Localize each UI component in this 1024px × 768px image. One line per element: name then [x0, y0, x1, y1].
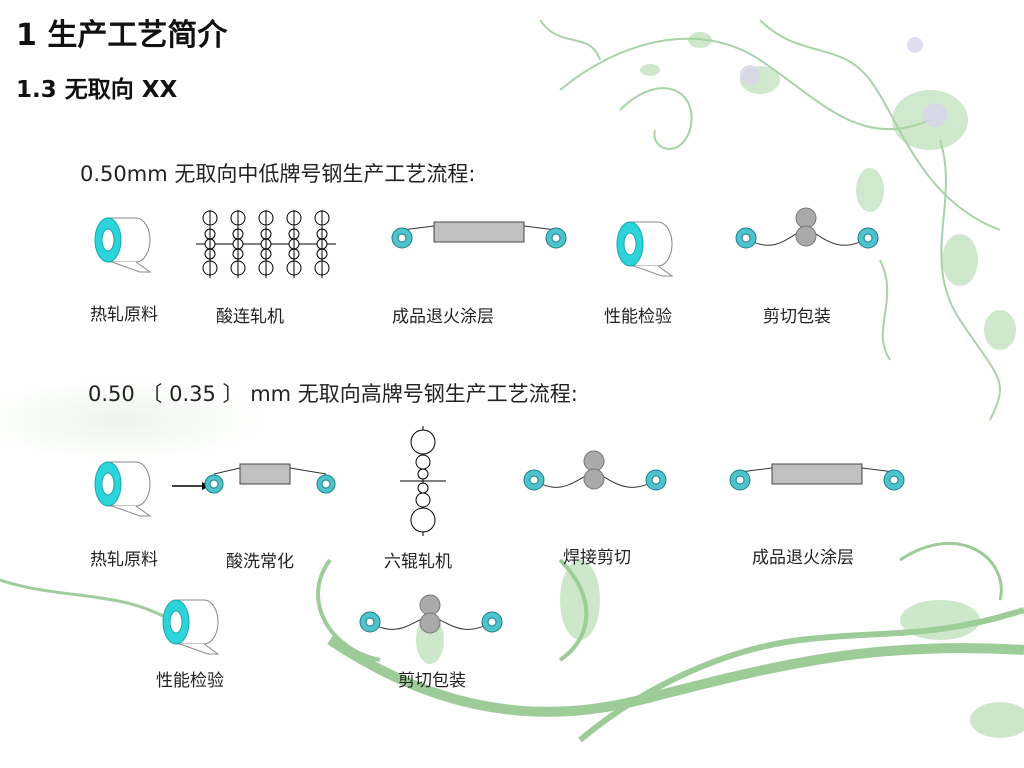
- step-label: 剪切包装: [398, 671, 466, 691]
- annealing-line-icon: [391, 221, 567, 249]
- step-label: 剪切包装: [763, 307, 831, 327]
- six-high-mill-icon: [400, 426, 446, 536]
- section-subtitle: 1.3 无取向 XX: [16, 77, 178, 103]
- process2-title: 0.50 〔 0.35 〕 mm 无取向高牌号钢生产工艺流程:: [88, 382, 578, 406]
- coil-icon: [94, 461, 152, 517]
- step-label: 性能检验: [604, 307, 672, 327]
- pickling-line-icon: [172, 463, 336, 494]
- step-label: 成品退火涂层: [752, 548, 854, 568]
- slide-title: 1 生产工艺简介: [16, 18, 228, 53]
- coil-icon: [162, 599, 220, 655]
- step-label: 焊接剪切: [563, 548, 631, 568]
- step-label: 性能检验: [156, 671, 224, 691]
- coil-icon: [94, 217, 152, 273]
- coil-icon: [616, 221, 674, 277]
- step-label: 六辊轧机: [384, 552, 452, 572]
- shear-line-icon: [735, 207, 879, 249]
- step-label: 酸洗常化: [226, 552, 294, 572]
- step-label: 热轧原料: [90, 305, 158, 325]
- shear-line-icon: [359, 594, 503, 634]
- annealing-line-icon: [729, 463, 905, 491]
- shear-line-icon: [523, 450, 667, 491]
- step-label: 酸连轧机: [216, 307, 284, 327]
- process1-title: 0.50mm 无取向中低牌号钢生产工艺流程:: [80, 162, 476, 186]
- step-label: 成品退火涂层: [392, 307, 494, 327]
- step-label: 热轧原料: [90, 550, 158, 570]
- tandem-mill-icon: [196, 210, 336, 278]
